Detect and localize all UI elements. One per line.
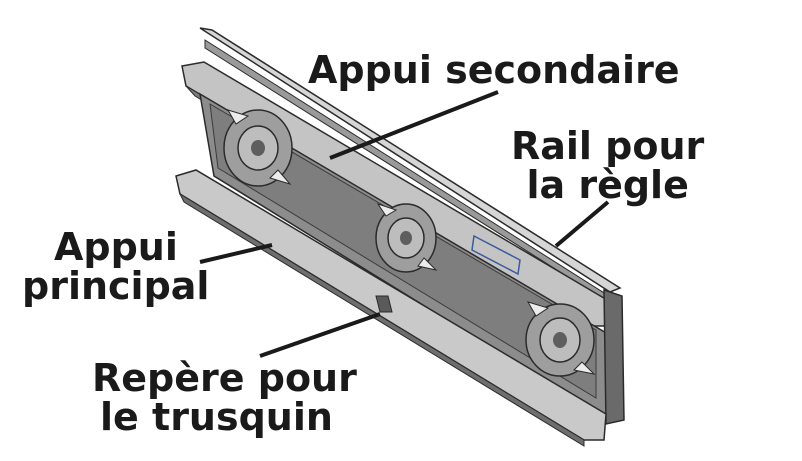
top-rail-strip — [199, 27, 622, 293]
label-main-support-line1: Appui — [54, 225, 178, 269]
gauge-notch — [375, 295, 393, 313]
clamp-left — [223, 109, 293, 187]
label-secondary-support: Appui secondaire — [308, 51, 680, 90]
label-secondary-support-line1: Appui secondaire — [308, 48, 680, 92]
leader-secondary — [329, 90, 499, 160]
rail-marker — [471, 234, 521, 276]
leader-main — [199, 243, 273, 264]
label-rule-rail-line1: Rail pour — [511, 124, 705, 168]
main-ledge-edge — [178, 192, 585, 447]
label-main-support-line2: principal — [22, 264, 210, 308]
label-main-support: Appui principal — [22, 228, 209, 306]
clamp-middle — [375, 203, 438, 273]
label-rule-rail: Rail pour la règle — [511, 127, 704, 205]
label-gauge-mark-line1: Repère pour — [92, 356, 357, 400]
rail-end-cap — [603, 288, 625, 425]
leader-gauge — [259, 312, 381, 358]
label-gauge-mark: Repère pour le trusquin — [92, 359, 357, 437]
label-rule-rail-line2: la règle — [526, 163, 689, 207]
label-gauge-mark-line2: le trusquin — [100, 395, 333, 439]
leader-rail — [554, 200, 610, 248]
clamp-right — [525, 301, 596, 377]
